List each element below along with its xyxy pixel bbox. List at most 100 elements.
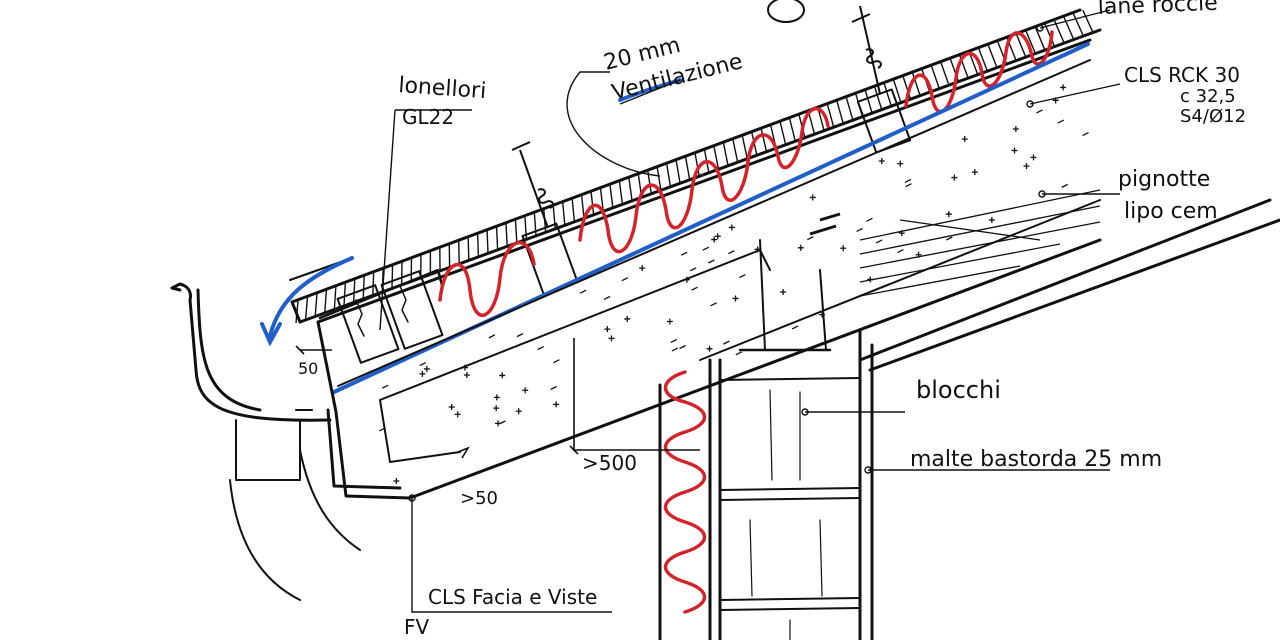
tile-hatch-line: [609, 185, 614, 208]
tile-hatch-line: [1082, 9, 1094, 33]
concrete-texture-mark: [461, 364, 468, 371]
concrete-texture-mark: [604, 326, 611, 333]
concrete-texture-mark: [603, 295, 611, 300]
concrete-texture-mark: [1023, 163, 1030, 170]
concrete-texture-mark: [381, 384, 389, 389]
concrete-texture-mark: [537, 345, 544, 351]
tile-hatch-line: [656, 167, 662, 190]
concrete-texture-mark: [493, 394, 500, 401]
tile-hatch-line: [1044, 23, 1056, 47]
concrete-slab: [316, 59, 1280, 500]
joist-blocks: [809, 189, 1101, 297]
tile-hatch-line: [486, 230, 489, 253]
annotation-labels: lane roccie 20 mm Ventilazione lonellori…: [298, 0, 1246, 639]
concrete-texture-mark: [393, 477, 400, 484]
label-concrete-line2: c 32,5: [1180, 86, 1236, 107]
concrete-texture-mark: [728, 250, 735, 255]
tile-hatch-line: [304, 297, 309, 320]
tile-hatch-line: [883, 83, 892, 106]
concrete-texture-mark: [621, 277, 629, 282]
concrete-texture-mark: [553, 359, 560, 364]
label-top-right: lane roccie: [1097, 0, 1218, 20]
concrete-texture-mark: [379, 427, 386, 432]
concrete-texture-mark: [714, 233, 721, 240]
concrete-texture-mark: [728, 224, 735, 231]
fixing-screws: [511, 0, 882, 229]
concrete-texture-mark: [706, 345, 713, 352]
tile-hatch-line: [694, 153, 700, 176]
tile-hatch-line: [760, 129, 768, 152]
concrete-texture-mark: [454, 411, 461, 418]
concrete-texture-mark: [797, 244, 804, 251]
tile-hatch-line: [826, 104, 835, 127]
label-battens-name: lonellori: [398, 73, 487, 104]
concrete-texture-mark: [840, 245, 847, 252]
tile-hatch-line: [789, 118, 796, 141]
tile-hatch-line: [590, 192, 595, 215]
tile-hatch-line: [968, 51, 979, 75]
tile-hatch-line: [571, 199, 576, 222]
concrete-texture-mark: [689, 267, 697, 272]
tile-hatch-line: [618, 181, 624, 204]
concrete-texture-mark: [897, 248, 904, 254]
concrete-texture-mark: [945, 211, 952, 218]
concrete-texture-mark: [683, 276, 690, 283]
tile-hatch-line: [628, 178, 633, 201]
concrete-texture-mark: [579, 289, 587, 294]
concrete-texture-mark: [488, 334, 496, 339]
concrete-texture-mark: [448, 403, 455, 410]
tile-hatch-line: [476, 234, 480, 257]
concrete-texture-mark: [702, 246, 710, 251]
tile-hatch-line: [685, 157, 691, 180]
label-battens-grade: GL22: [402, 105, 454, 129]
tile-hatch-line: [1072, 13, 1084, 36]
tile-hatch-line: [295, 300, 299, 324]
concrete-texture-mark: [423, 365, 430, 372]
tile-hatch-line: [987, 44, 998, 68]
tile-hatch-line: [1034, 27, 1046, 50]
tile-hatch-line: [940, 62, 950, 85]
concrete-texture-mark: [946, 236, 953, 241]
tile-hatch-line: [807, 111, 816, 134]
tile-hatch-line: [599, 188, 604, 211]
tile-hatch-line: [732, 139, 739, 162]
tile-hatch-line: [391, 265, 394, 288]
tile-hatch-line: [666, 164, 672, 187]
tile-hatch-line: [845, 97, 854, 120]
label-blocks: blocchi: [916, 376, 1001, 404]
concrete-texture-mark: [735, 351, 743, 356]
concrete-texture-mark: [791, 325, 799, 330]
tile-hatch-line: [779, 122, 787, 145]
concrete-texture-mark: [904, 178, 912, 184]
concrete-texture-mark: [806, 236, 814, 241]
roof-insulation: [438, 30, 1054, 317]
concrete-texture-mark: [971, 169, 978, 176]
concrete-texture-mark: [1030, 154, 1037, 161]
tile-hatch-line: [864, 90, 873, 113]
label-joist-line2: lipo cem: [1124, 199, 1218, 224]
tile-hatch-line: [505, 223, 508, 246]
concrete-texture-mark: [624, 315, 631, 322]
concrete-texture-mark: [1011, 147, 1018, 154]
tile-hatch-line: [675, 160, 681, 183]
tile-hatch-line: [372, 272, 375, 295]
concrete-texture-mark: [1036, 109, 1043, 114]
concrete-texture-mark: [708, 259, 715, 264]
tile-hatch-line: [1016, 34, 1027, 57]
tile-hatch-line: [713, 146, 720, 169]
concrete-texture-mark: [897, 160, 904, 167]
tile-hatch-line: [836, 101, 844, 124]
tile-hatch-line: [362, 276, 365, 299]
concrete-texture-mark: [723, 340, 730, 345]
tile-hatch-line: [580, 195, 585, 218]
concrete-texture-mark: [905, 183, 912, 188]
concrete-texture-mark: [608, 335, 615, 342]
label-concrete-line1: CLS RCK 30: [1124, 63, 1240, 87]
tile-hatch-line: [324, 290, 328, 313]
label-dim-50-bottom: >50: [460, 488, 498, 509]
concrete-texture-mark: [988, 217, 995, 224]
tile-hatch-line: [467, 237, 470, 260]
concrete-texture-mark: [1057, 119, 1065, 124]
concrete-texture-mark: [732, 295, 739, 302]
